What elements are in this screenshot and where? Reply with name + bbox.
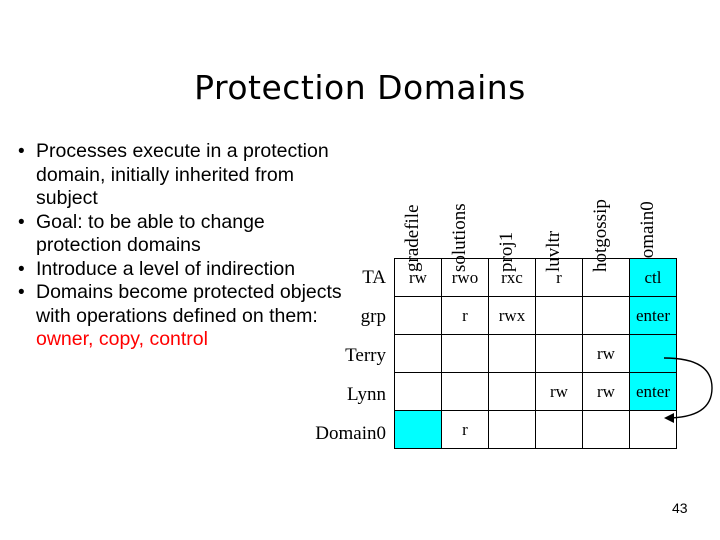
matrix-cell: rw (582, 372, 630, 411)
matrix-cell (488, 410, 536, 449)
list-item-text: Processes execute in a protection domain… (36, 140, 329, 209)
matrix-row-label: Domain0 (315, 423, 386, 444)
matrix-cell (441, 372, 489, 411)
matrix-cell (394, 296, 442, 335)
matrix-cell: enter (629, 372, 677, 411)
list-item-text: Goal: to be able to change protection do… (36, 210, 265, 257)
matrix-cell: ctl (629, 258, 677, 297)
matrix-row-label: TA (362, 267, 386, 288)
matrix-row-label: grp (360, 306, 386, 327)
matrix-cell (629, 334, 677, 373)
list-item: • Goal: to be able to change protection … (14, 211, 349, 258)
matrix-cell (394, 334, 442, 373)
matrix-cell (441, 334, 489, 373)
matrix-cell (535, 296, 583, 335)
matrix-row-label: Lynn (346, 384, 386, 405)
matrix-cell (535, 334, 583, 373)
table-row: rw (394, 334, 677, 373)
matrix-cell (394, 410, 442, 449)
matrix-cell: rwx (488, 296, 536, 335)
table-row: r (394, 410, 677, 449)
list-item-text-emphasis: owner, copy, control (36, 328, 208, 350)
page-number: 43 (672, 500, 688, 516)
matrix-cell: rw (582, 334, 630, 373)
matrix-row-label: Terry (345, 345, 386, 366)
page-title: Protection Domains (194, 68, 526, 107)
list-item: • Domains become protected objects with … (14, 281, 349, 352)
matrix-cell: r (441, 296, 489, 335)
list-item: • Processes execute in a protection doma… (14, 140, 349, 211)
list-item: • Introduce a level of indirection (14, 258, 349, 282)
list-item-text: Introduce a level of indirection (36, 257, 296, 280)
matrix-cell: r (535, 258, 583, 297)
bullet-marker: • (18, 258, 25, 280)
matrix-cell (488, 372, 536, 411)
matrix-cell (535, 410, 583, 449)
matrix-cell: rwo (441, 258, 489, 297)
loopback-arrow-icon (663, 357, 713, 423)
bullet-marker: • (18, 282, 25, 303)
matrix-cell: enter (629, 296, 677, 335)
matrix-cell (582, 410, 630, 449)
bullet-marker: • (18, 211, 25, 233)
matrix-cell (394, 372, 442, 411)
list-item-text: Domains become protected objects with op… (36, 281, 342, 327)
matrix-cell (582, 258, 630, 297)
bullet-marker: • (18, 141, 25, 162)
bullet-list: • Processes execute in a protection doma… (14, 140, 349, 352)
matrix-cell: r (441, 410, 489, 449)
matrix-cell: rw (394, 258, 442, 297)
matrix-cell (582, 296, 630, 335)
matrix-cell: rxc (488, 258, 536, 297)
matrix-cell: rw (535, 372, 583, 411)
matrix-cell (488, 334, 536, 373)
